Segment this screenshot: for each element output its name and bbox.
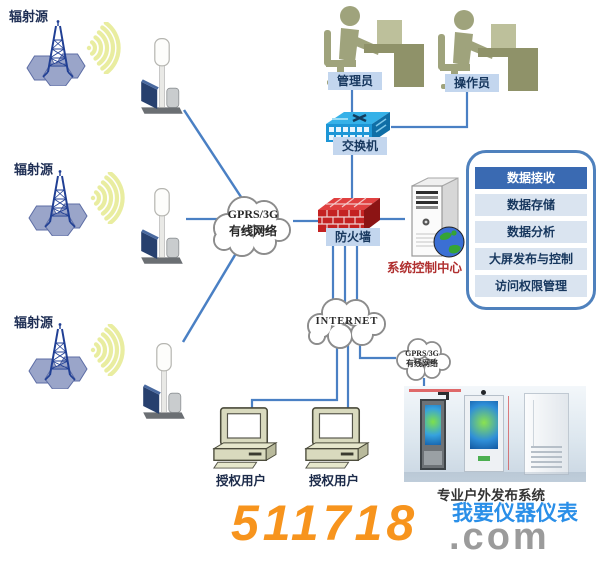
outdoor-kiosk-dark	[420, 399, 446, 470]
wan-cloud-label: GPRS/3G 有线网络	[227, 207, 279, 238]
radio-tower-icon	[28, 323, 88, 389]
wan-cloud-small-label: GPRS/3G 有线网络	[405, 349, 439, 368]
panel-item-access-management: 访问权限管理	[475, 275, 587, 297]
server-label: 系统控制中心	[387, 261, 463, 275]
outdoor-system-label: 专业户外发布系统	[437, 488, 545, 503]
radio-tower-icon	[26, 20, 86, 86]
wireless-signal-icon	[86, 22, 121, 74]
cabinet-vent	[531, 446, 562, 468]
outdoor-kiosk-white	[464, 395, 504, 472]
kiosk-camera-icon	[481, 390, 486, 395]
photo-caption-mark	[409, 389, 461, 392]
authorized-user-label-2: 授权用户	[309, 474, 360, 488]
operator-workstation-icon	[438, 10, 538, 91]
radio-tower-icon	[28, 170, 88, 236]
wireless-signal-icon	[90, 172, 125, 224]
switch-label: 交换机	[333, 137, 387, 155]
switch-icon	[326, 112, 390, 142]
control-center-panel: 数据接收 数据存储 数据分析 大屏发布与控制 访问权限管理	[466, 150, 596, 310]
panel-item-data-receive: 数据接收	[475, 167, 587, 189]
wan-cloud	[213, 196, 291, 257]
monitoring-station-icon	[141, 38, 183, 114]
admin-label: 管理员	[328, 72, 382, 90]
kiosk-camera-icon	[438, 392, 448, 395]
radiation-source-label-1: 辐射源	[9, 9, 49, 24]
radiation-source-label-3: 辐射源	[14, 315, 54, 330]
dimension-line	[508, 396, 509, 470]
authorized-user-label-1: 授权用户	[216, 474, 267, 488]
watermark-domain-suffix: .com	[449, 516, 550, 558]
wireless-signal-icon	[90, 324, 125, 376]
server-icon	[411, 177, 465, 258]
panel-item-bigscreen-control: 大屏发布与控制	[475, 248, 587, 270]
radiation-source-label-2: 辐射源	[14, 162, 54, 177]
operator-label: 操作员	[445, 74, 499, 92]
kiosk-screen	[470, 401, 498, 449]
internet-cloud	[307, 298, 386, 349]
firewall-label: 防火墙	[326, 228, 380, 246]
panel-item-data-analysis: 数据分析	[475, 221, 587, 243]
watermark-site-name: 我要仪器仪表	[452, 502, 578, 525]
watermark-number: 511718	[231, 495, 419, 551]
kiosk-screen	[425, 405, 441, 445]
firewall-icon	[318, 197, 380, 232]
desktop-computer-icon	[212, 407, 278, 469]
wan-cloud-small	[396, 338, 451, 381]
monitoring-station-icon	[141, 188, 183, 264]
desktop-computer-icon	[304, 407, 370, 469]
outdoor-cabinet	[524, 393, 569, 475]
monitoring-station-icon	[143, 343, 185, 419]
internet-cloud-label: INTERNET	[315, 316, 379, 327]
outdoor-display-photo	[404, 386, 586, 482]
panel-item-data-storage: 数据存储	[475, 194, 587, 216]
